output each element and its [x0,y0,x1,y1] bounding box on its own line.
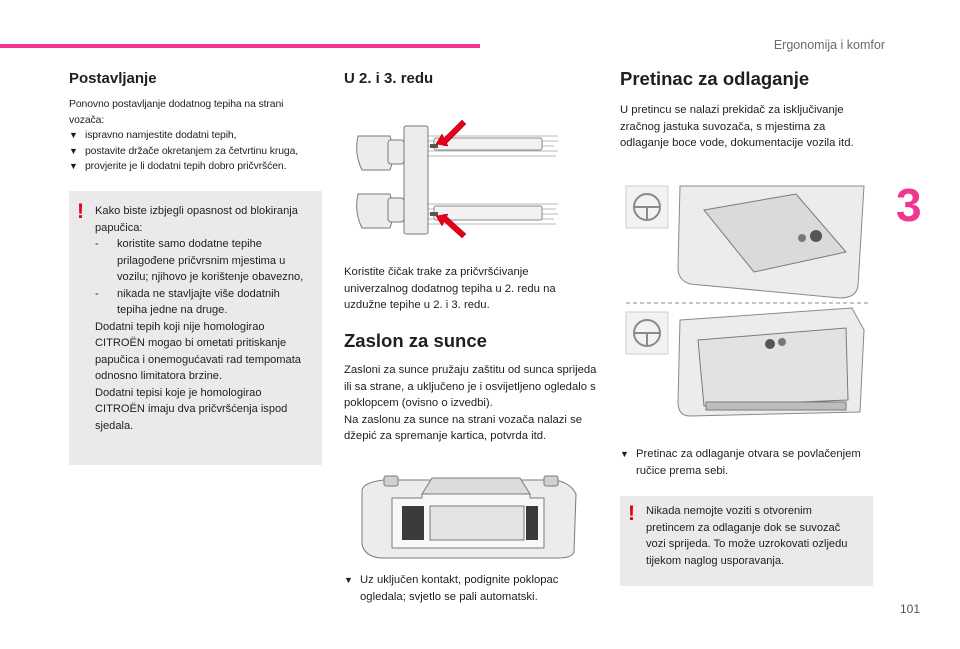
warning-item: -nikada ne stavljajte više dodatnih tepi… [95,287,280,317]
glovebox-warning-box: ! Nikada nemojte voziti s otvorenim pret… [620,496,873,586]
column-2-top: U 2. i 3. redu [344,70,604,87]
glovebox-illustration [620,180,875,420]
pedal-warning-box: ! Kako biste izbjegli opasnost od blokir… [69,191,322,465]
postavljanje-body: Ponovno postavljanje dodatnog tepiha na … [69,97,319,175]
bullet-marker-icon: ▼ [69,145,78,156]
column-3: Pretinac za odlaganje U pretincu se nala… [620,68,880,152]
bullet-marker-icon: ▼ [69,130,78,140]
row-2-3-heading: U 2. i 3. redu [344,70,434,87]
postavljanje-bullet: ▼ispravno namjestite dodatni tepih, [69,128,319,144]
postavljanje-bullet: ▼postavite držače okretanjem za četvrtin… [69,144,319,160]
warning-icon: ! [77,200,84,223]
sunvisor-bullet-block: ▼Uz uključen kontakt, podignite poklopac… [344,572,594,605]
warning-icon: ! [628,502,635,525]
postavljanje-intro: Ponovno postavljanje dodatnog tepiha na … [69,99,284,126]
postavljanje-bullet: ▼provjerite je li dodatni tepih dobro pr… [69,159,319,175]
page-number: 101 [900,602,921,616]
warning-paragraph: Dodatni tepisi koje je homologirao CITRO… [95,386,288,432]
column-2-sunvisor: Zaslon za sunce Zasloni za sunce pružaju… [344,330,604,445]
bullet-marker-icon: ▼ [620,449,629,459]
chapter-number: 3 [896,179,922,231]
sunvisor-bullet: ▼Uz uključen kontakt, podignite poklopac… [344,572,594,605]
postavljanje-heading: Postavljanje [69,70,157,87]
pedal-warning-text: Kako biste izbjegli opasnost od blokiran… [95,203,312,434]
glovebox-bullet-block: ▼Pretinac za odlaganje otvara se povlače… [620,446,870,479]
warning-lead: Kako biste izbjegli opasnost od blokiran… [95,205,298,234]
sun-visor-illustration [344,472,594,562]
floor-mat-illustration [344,112,584,242]
glovebox-warning-text: Nikada nemojte voziti s otvorenim pretin… [646,505,848,567]
bullet-marker-icon: ▼ [69,161,78,171]
sunvisor-body: Zasloni za sunce pružaju zaštitu od sunc… [344,362,602,445]
row-2-3-text: Koristite čičak trake za pričvršćivanje … [344,266,556,311]
sunvisor-heading: Zaslon za sunce [344,330,487,351]
glovebox-heading: Pretinac za odlaganje [620,68,810,89]
section-header-title: Ergonomija i komfor [773,38,885,52]
sunvisor-paragraph: Na zaslonu za sunce na strani vozača nal… [344,413,582,443]
warning-item: -koristite samo dodatne tepihe prilagođe… [95,238,304,283]
bullet-marker-icon: ▼ [344,575,353,585]
sunvisor-paragraph: Zasloni za sunce pružaju zaštitu od sunc… [344,364,597,409]
glovebox-text: U pretincu se nalazi prekidač za isključ… [620,104,854,149]
warning-paragraph: Dodatni tepih koji nije homologirao CITR… [95,320,301,383]
header-accent-bar [0,44,480,48]
glovebox-bullet: ▼Pretinac za odlaganje otvara se povlače… [620,446,870,479]
column-1: Postavljanje Ponovno postavljanje dodatn… [69,70,319,175]
